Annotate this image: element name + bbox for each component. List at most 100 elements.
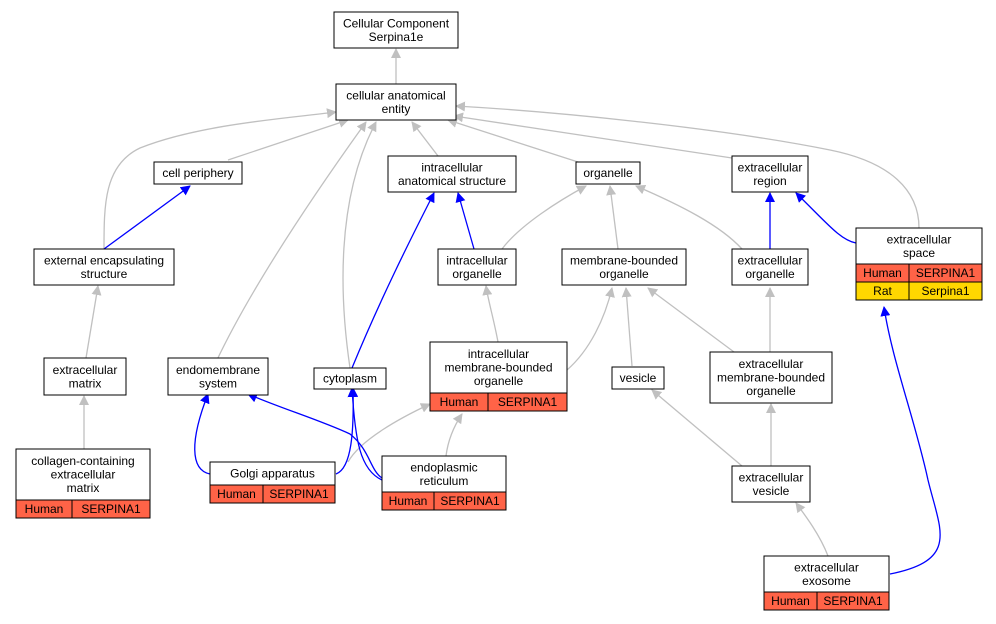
node-box	[333, 11, 459, 49]
node-cytoplasm: cytoplasm	[313, 367, 387, 390]
node-label-line: anatomical structure	[398, 174, 506, 188]
node-box	[381, 455, 507, 493]
edges	[79, 48, 941, 575]
edge-exosome-to-ext-vesicle	[795, 502, 829, 557]
node-cell-periphery: cell periphery	[153, 161, 243, 185]
gene-symbol-label: SERPINA1	[823, 594, 883, 608]
node-label-line: cell periphery	[162, 166, 233, 180]
node-label-line: extracellular	[739, 470, 804, 484]
node-label-line: Cellular Component	[343, 16, 450, 30]
node-label-line: membrane-bounded	[717, 371, 825, 385]
node-box	[731, 465, 811, 503]
edge-cell-periphery-to-cae	[227, 118, 349, 161]
node-label-line: matrix	[69, 376, 102, 390]
node-box	[855, 227, 983, 265]
gene-row: Human SERPINA1	[381, 491, 507, 511]
edge-cytoplasm-to-cae	[342, 121, 377, 369]
node-label-line: organelle	[474, 374, 524, 388]
node-label-line: entity	[382, 102, 411, 116]
node-box	[153, 161, 243, 185]
node-label-line: organelle	[746, 384, 796, 398]
node-label-line: exosome	[802, 574, 851, 588]
gene-symbol-label: SERPINA1	[916, 266, 976, 280]
edge-ext-space-to-cae	[455, 101, 920, 229]
node-box	[709, 351, 833, 404]
gene-cell	[71, 499, 151, 519]
edge-embo-to-mem-bound	[647, 287, 735, 353]
edge-organelle-to-cae	[447, 118, 579, 163]
gene-cell	[908, 281, 983, 301]
node-label-line: Serpina1e	[369, 30, 424, 44]
node-box	[575, 161, 641, 185]
gene-row: Human SERPINA1	[429, 392, 568, 412]
species-label: Human	[440, 395, 479, 409]
edge-ias-to-cae	[411, 121, 439, 157]
node-label-line: structure	[81, 267, 128, 281]
species-label: Human	[863, 266, 902, 280]
node-label-line: organelle	[583, 166, 633, 180]
node-box	[429, 341, 568, 394]
node-label-line: cytoplasm	[323, 372, 377, 386]
node-label-line: extracellular	[738, 253, 803, 267]
node-label-line: organelle	[599, 267, 649, 281]
gene-symbol-label: SERPINA1	[81, 502, 141, 516]
node-label-line: cellular anatomical	[346, 88, 445, 102]
species-label: Human	[389, 494, 428, 508]
edge-imbo-to-mem-bound	[566, 287, 615, 371]
node-label-line: extracellular	[794, 560, 859, 574]
node-collagen-containing-extracellular-matrix: collagen-containingextracellularmatrixHu…	[15, 448, 151, 519]
edge-ext-space-to-ext-region	[795, 192, 857, 244]
gene-symbol-label: Serpina1	[921, 284, 969, 298]
edge-exosome-to-ext-space	[880, 306, 941, 575]
edge-ext-region-to-cae	[453, 112, 733, 159]
edge-er-to-endomem	[247, 393, 383, 479]
node-label-line: reticulum	[420, 474, 469, 488]
edge-ecm-to-ext-encap	[85, 285, 102, 359]
node-intracellular-membrane-bounded-organelle: intracellularmembrane-boundedorganelleHu…	[429, 341, 568, 412]
node-label-line: intracellular	[446, 253, 507, 267]
node-label-line: intracellular	[468, 347, 529, 361]
species-label: Human	[771, 594, 810, 608]
node-label-line: membrane-bounded	[570, 253, 678, 267]
node-box	[561, 248, 687, 286]
node-box	[15, 448, 151, 501]
node-label-line: space	[903, 246, 935, 260]
node-label-line: matrix	[67, 481, 100, 495]
species-label: Human	[217, 487, 256, 501]
node-label-line: extracellular	[887, 232, 952, 246]
node-box	[437, 248, 517, 286]
edge-er-to-imbo	[445, 413, 463, 457]
node-label-line: collagen-containing	[31, 454, 134, 468]
node-box	[313, 367, 387, 390]
node-label-line: organelle	[452, 267, 502, 281]
node-label-line: organelle	[745, 267, 795, 281]
node-box	[335, 83, 457, 121]
edge-ext-encap-to-cell-periphery	[103, 185, 191, 250]
node-label-line: endoplasmic	[410, 460, 477, 474]
gene-symbol-label: SERPINA1	[498, 395, 558, 409]
gene-symbol-label: SERPINA1	[440, 494, 500, 508]
edge-endomem-to-cae	[215, 121, 367, 363]
node-label-line: region	[753, 174, 786, 188]
gene-row: Human SERPINA1	[763, 591, 890, 611]
edge-ext-vesicle-to-vesicle	[651, 389, 743, 467]
species-label: Rat	[873, 284, 892, 298]
node-organelle: organelle	[575, 161, 641, 185]
node-box	[387, 155, 517, 193]
edge-ext-org-to-organelle	[635, 184, 743, 250]
